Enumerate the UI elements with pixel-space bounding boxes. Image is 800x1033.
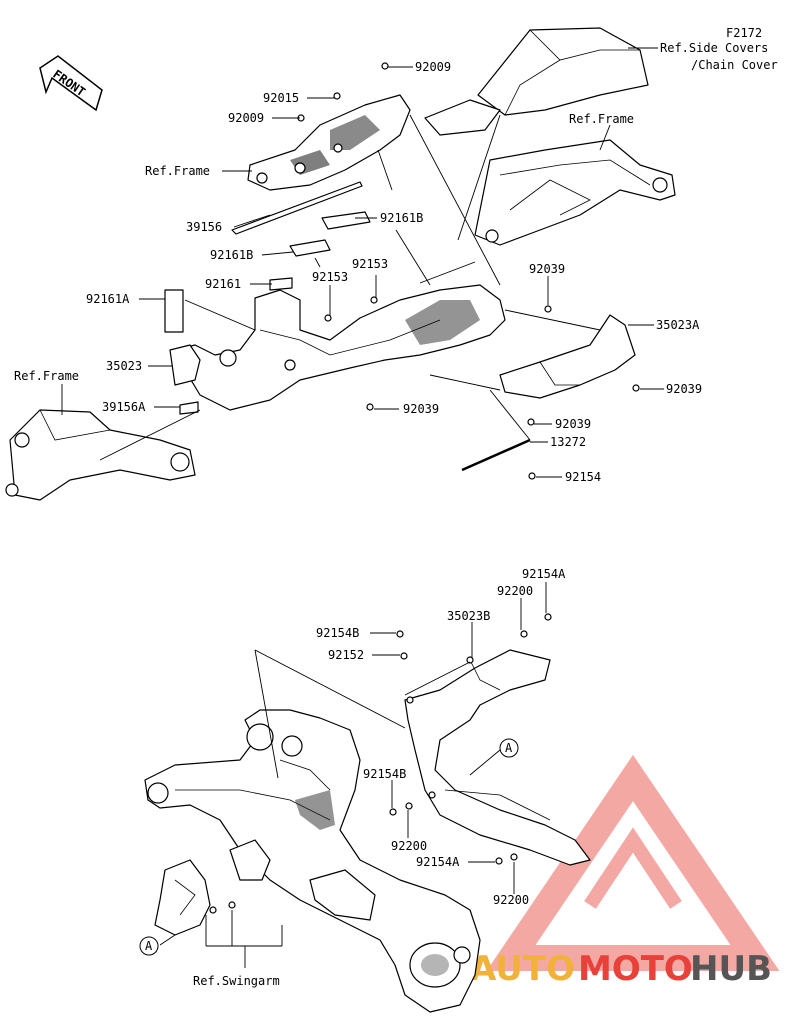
- label-35023: 35023: [106, 359, 142, 373]
- gasket-strip-39156: [231, 181, 363, 235]
- callout-a-top: A: [499, 738, 519, 758]
- label-92161: 92161: [205, 277, 241, 291]
- label-92039-d: 92039: [555, 417, 591, 431]
- label-92200-c: 92200: [493, 893, 529, 907]
- swingarm-part: [144, 709, 481, 1013]
- label-92154b-b: 92154B: [363, 767, 406, 781]
- label-92200-a: 92200: [497, 584, 533, 598]
- callout-a-bottom-label: A: [145, 939, 153, 953]
- label-ref-frame-right: Ref.Frame: [145, 164, 210, 178]
- pad-39156a: [179, 401, 199, 415]
- label-92039-c: 92039: [403, 402, 439, 416]
- label-92153-b: 92153: [312, 270, 348, 284]
- watermark-text: AUTO MOTO HUB: [470, 949, 772, 989]
- label-39156a: 39156A: [102, 400, 146, 414]
- label-35023b: 35023B: [447, 609, 490, 623]
- frame-right-part: [474, 139, 676, 246]
- label-92039-b: 92039: [666, 382, 702, 396]
- label-ref-chain-cover: /Chain Cover: [691, 58, 778, 72]
- watermark-hub: HUB: [690, 949, 772, 989]
- small-bracket-part: [154, 859, 217, 936]
- label-35023a: 35023A: [656, 318, 700, 332]
- cover-35023a: [499, 314, 636, 399]
- label-92009-a: 92009: [415, 60, 451, 74]
- label-92200-b: 92200: [391, 839, 427, 853]
- main-cover-part: [174, 284, 506, 411]
- watermark-moto: MOTO: [578, 949, 693, 989]
- cover-35023: [169, 344, 201, 386]
- callout-a-bottom: A: [139, 936, 159, 956]
- pad-92161b-a: [321, 211, 371, 230]
- label-92009-b: 92009: [228, 111, 264, 125]
- label-ref-side-covers: Ref.Side Covers: [660, 41, 768, 55]
- pad-92161b-b: [289, 239, 331, 257]
- label-92161a: 92161A: [86, 292, 130, 306]
- label-13272: 13272: [550, 435, 586, 449]
- label-92153-a: 92153: [352, 257, 388, 271]
- label-92154a-a: 92154A: [522, 567, 566, 581]
- bolts-bottom: [228, 613, 552, 909]
- label-39156: 39156: [186, 220, 222, 234]
- label-92154a-b: 92154A: [416, 855, 460, 869]
- side-cover-part: [424, 27, 649, 136]
- label-92015: 92015: [263, 91, 299, 105]
- leader-lines-top: [61, 47, 664, 478]
- label-ref-frame-left: Ref.Frame: [14, 369, 79, 383]
- label-ref-frame-top: Ref.Frame: [569, 112, 634, 126]
- label-92154b-a: 92154B: [316, 626, 359, 640]
- label-ref-swingarm: Ref.Swingarm: [193, 974, 280, 988]
- chain-cover-35023b: [404, 649, 591, 866]
- bolts-top: [297, 62, 640, 480]
- label-92154: 92154: [565, 470, 601, 484]
- pad-92161a: [164, 289, 184, 333]
- label-92152: 92152: [328, 648, 364, 662]
- watermark-logo: [486, 754, 780, 971]
- figure-id: F2172: [726, 26, 762, 40]
- watermark-triangle: [486, 754, 780, 971]
- label-92039-a: 92039: [529, 262, 565, 276]
- upper-bracket-part: [247, 94, 411, 191]
- rod-13272: [461, 438, 531, 472]
- frame-left-part: [5, 409, 196, 501]
- callout-a-top-label: A: [505, 741, 513, 755]
- watermark-auto: AUTO: [470, 949, 575, 989]
- front-arrow: FRONT: [39, 55, 103, 112]
- label-92161b-b: 92161B: [210, 248, 253, 262]
- leader-lines-bottom: [159, 582, 547, 968]
- pad-92161: [269, 277, 293, 291]
- front-arrow-icon: [39, 55, 103, 112]
- label-92161b-a: 92161B: [380, 211, 423, 225]
